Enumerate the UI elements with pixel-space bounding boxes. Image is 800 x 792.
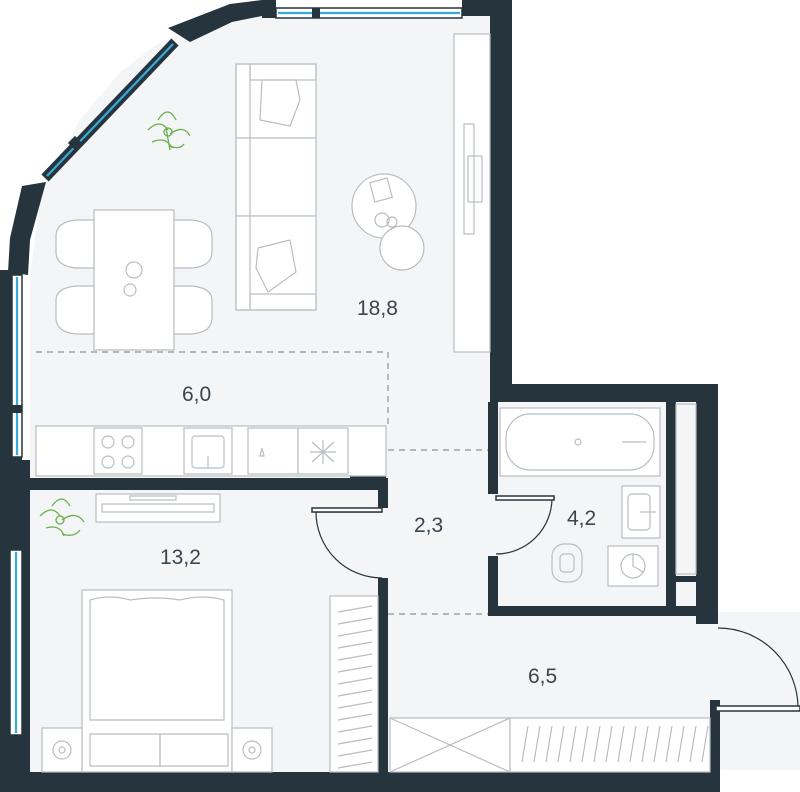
washbasin-icon [621,485,661,539]
room-labels: 18,8 6,0 2,3 4,2 13,2 6,5 [160,297,596,688]
zone-dividers [36,351,488,615]
wardrobe-icon [329,595,379,773]
room-area-corridor: 6,5 [528,665,557,688]
room-area-hall: 2,3 [414,514,443,537]
room-area-living: 18,8 [357,297,398,320]
tv-unit-icon [453,33,491,353]
room-area-bathroom: 4,2 [567,507,596,530]
walls [0,0,720,792]
closet-icon [389,717,711,773]
windows [9,7,463,736]
tv-unit-bedroom-icon [95,493,221,523]
room-area-bedroom: 13,2 [160,546,201,569]
room-area-kitchen: 6,0 [182,383,211,406]
bathtub-icon [499,407,661,477]
washing-machine-icon [607,545,659,587]
plant-icon [147,111,191,151]
fridge-icon [297,427,349,475]
bed-icon [41,589,273,773]
stove-icon [93,427,143,475]
dining-table-icon [55,209,213,351]
coffee-table-icon [351,173,425,271]
toilet-icon [551,543,583,583]
sofa-icon [235,63,317,311]
plant-icon [39,498,85,537]
sink-icon [183,427,299,475]
shaft [675,403,697,575]
door-swing-icon [311,495,800,712]
